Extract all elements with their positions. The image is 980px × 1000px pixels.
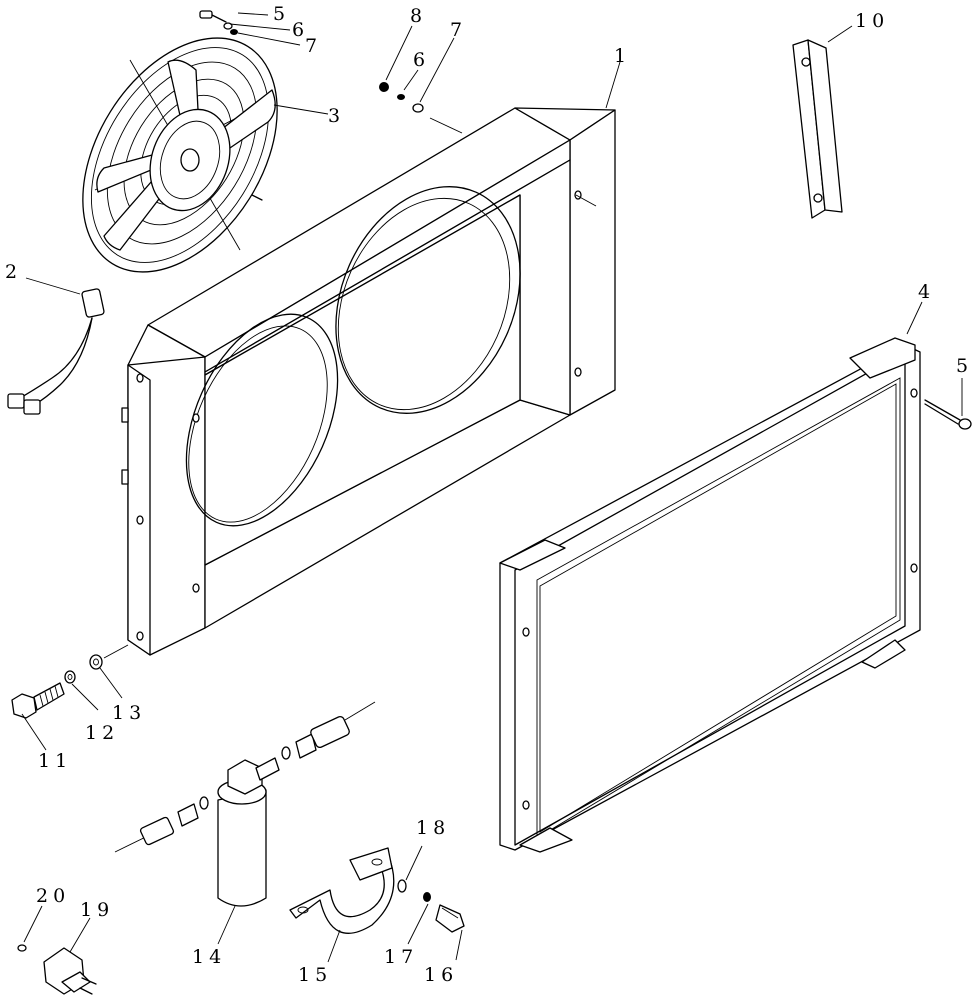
callout-3: 3 (328, 105, 345, 127)
callout-20: 20 (36, 885, 70, 907)
callout-7-shroud-washer: 7 (450, 19, 467, 41)
callout-6-shroud-washer: 6 (413, 49, 430, 71)
pressure-switch (17, 944, 97, 995)
callout-10: 10 (855, 10, 889, 32)
callout-15: 15 (298, 964, 332, 986)
drier-bracket (289, 847, 395, 934)
callout-2: 2 (5, 261, 22, 283)
callout-5-condenser-screw: 5 (956, 355, 973, 377)
callout-19: 19 (80, 899, 114, 921)
callout-11: 11 (38, 750, 72, 772)
receiver-drier (217, 757, 280, 907)
callout-6-fan-washer: 6 (292, 19, 309, 41)
fan-shroud (121, 107, 616, 656)
bracket-fasteners (397, 879, 465, 933)
bolt-washers (11, 654, 103, 719)
wiring-harness (7, 288, 105, 415)
callout-4: 4 (918, 281, 935, 303)
callout-5-fan-screw: 5 (273, 3, 290, 25)
callout-7-fan-washer: 7 (305, 35, 322, 57)
refrigerant-fittings (114, 701, 376, 853)
fan-assembly (82, 37, 278, 273)
callout-labels: 1 2 3 4 5 5 6 6 7 7 8 10 11 12 13 14 15 … (5, 3, 973, 986)
leader-lines (21, 12, 963, 963)
mounting-strap (792, 39, 843, 219)
fan-fasteners (199, 10, 238, 35)
callout-17: 17 (384, 946, 418, 968)
condenser-core (499, 337, 921, 853)
condenser-screw (924, 399, 972, 430)
callout-8: 8 (410, 5, 427, 27)
callout-12: 12 (85, 722, 119, 744)
shroud-fasteners (379, 82, 424, 113)
callout-1: 1 (614, 45, 631, 67)
callout-16: 16 (424, 964, 458, 986)
callout-13: 13 (112, 702, 146, 724)
callout-14: 14 (192, 946, 226, 968)
callout-18: 18 (416, 817, 450, 839)
